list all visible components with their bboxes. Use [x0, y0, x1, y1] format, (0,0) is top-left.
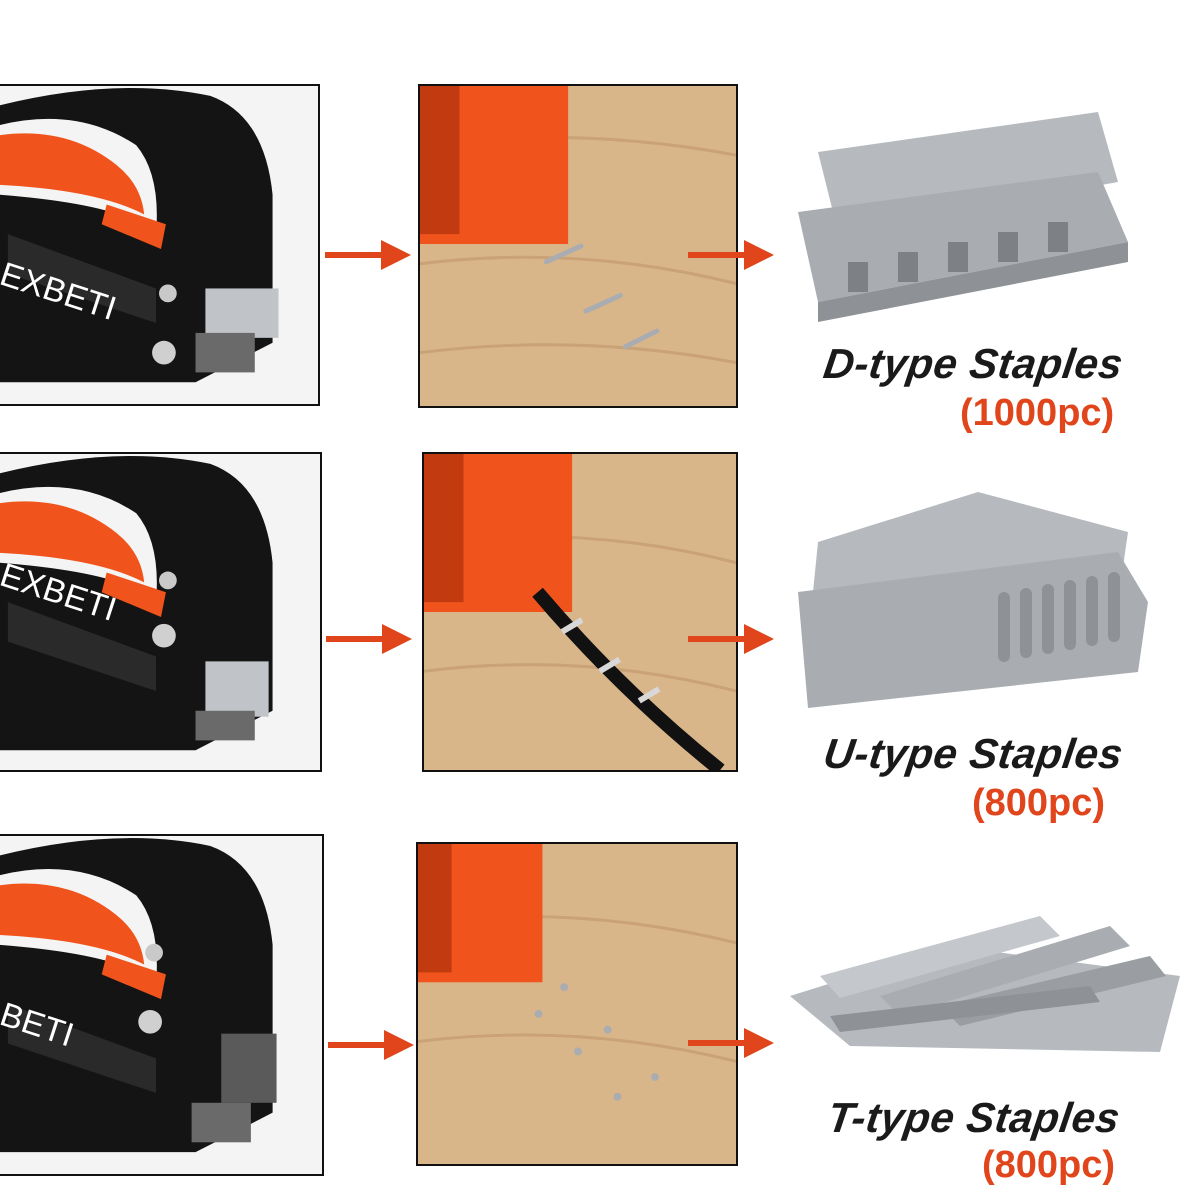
stapler-photo-d: EXBETI: [0, 84, 320, 406]
arrow-right-icon: [688, 1028, 774, 1058]
usage-photo-d: [418, 84, 738, 408]
stapler-photo-u: EXBETI: [0, 452, 322, 772]
type-label: T-type Staples: [824, 1094, 1124, 1141]
arrow-right-icon: [325, 240, 411, 270]
stapler-illustration: EXBETI: [0, 454, 320, 770]
count-label: (800pc): [972, 782, 1106, 824]
wood-surface-illustration: [420, 86, 736, 406]
arrow-right-icon: [688, 240, 774, 270]
count-label: (1000pc): [960, 392, 1115, 434]
wood-surface-illustration: [418, 844, 736, 1164]
arrow-right-icon: [328, 1030, 414, 1060]
usage-photo-t: [416, 842, 738, 1166]
arrow-right-icon: [688, 624, 774, 654]
count-label: (800pc): [982, 1144, 1116, 1186]
u-type-staples-image: [798, 492, 1148, 708]
stapler-illustration: BETI: [0, 836, 322, 1174]
stapler-photo-t: BETI: [0, 834, 324, 1176]
stapler-illustration: EXBETI: [0, 86, 318, 404]
d-type-staples-image: [798, 112, 1128, 322]
t-type-staples-image: [790, 916, 1180, 1052]
type-label: D-type Staples: [820, 340, 1127, 387]
cable-stapling-illustration: [424, 454, 736, 770]
usage-photo-u: [422, 452, 738, 772]
type-label: U-type Staples: [820, 730, 1127, 777]
arrow-right-icon: [326, 624, 412, 654]
